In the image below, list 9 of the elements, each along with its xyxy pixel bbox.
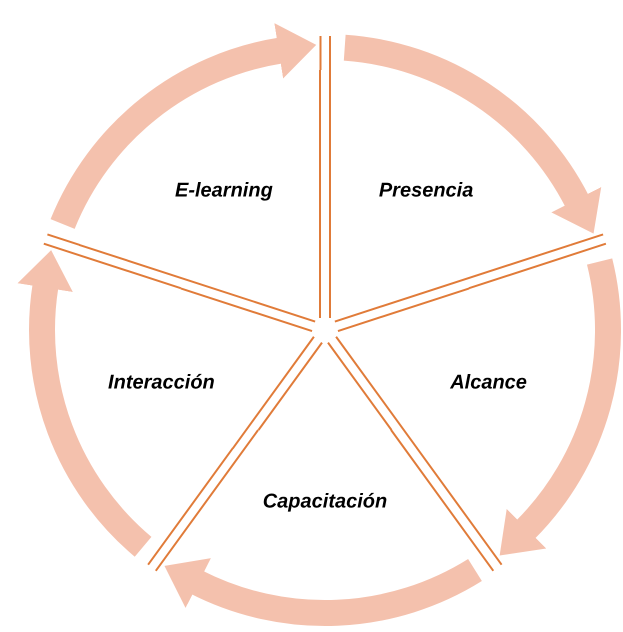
curved-arrow (501, 259, 621, 558)
curved-arrow (163, 557, 482, 626)
sector-label: Presencia (378, 179, 474, 202)
sector-label: E-learning (175, 179, 273, 202)
curved-arrow (17, 250, 152, 556)
curved-arrow (50, 24, 316, 230)
sector-label: Alcance (450, 372, 527, 395)
sector-label: Interacción (108, 372, 215, 395)
sector-label: Capacitación (262, 490, 388, 514)
